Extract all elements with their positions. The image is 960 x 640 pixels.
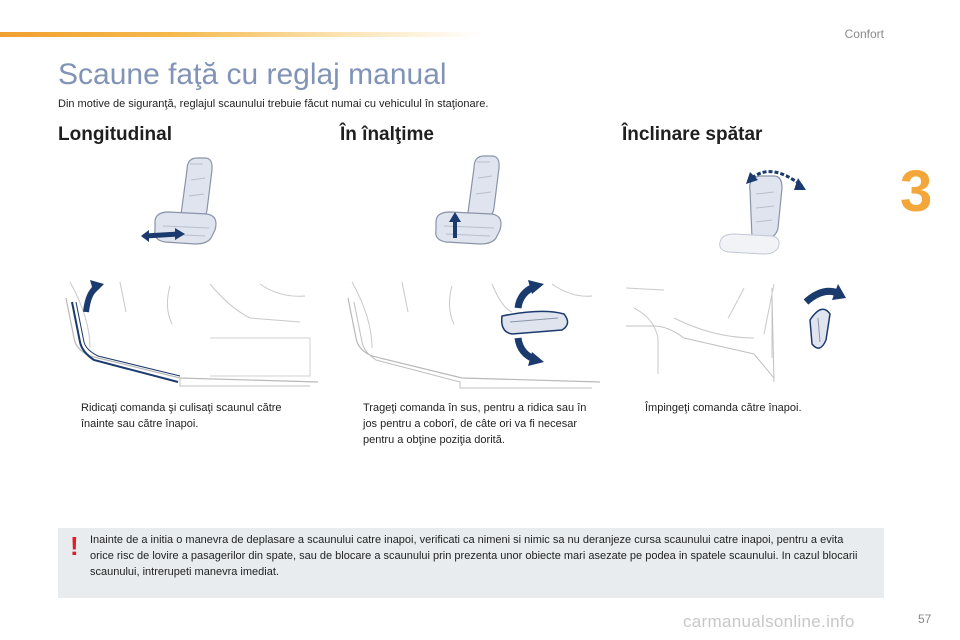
step-longitudinal: Ridicaţi comanda şi culisaţi scaunul căt… xyxy=(60,400,310,432)
seat-longitudinal-illustration xyxy=(141,157,217,245)
page-number: 57 xyxy=(918,612,932,626)
height-control-detail xyxy=(347,280,601,389)
warning-icon: ! xyxy=(70,531,79,561)
step-backrest-text: Împingeţi comanda către înapoi. xyxy=(645,402,802,414)
heading-longitudinal: Longitudinal xyxy=(58,124,172,145)
page-title: Scaune faţă cu reglaj manual xyxy=(58,58,447,91)
intro-text: Din motive de siguranţă, reglajul scaunu… xyxy=(58,98,489,110)
step-height: Trageţi comanda în sus, pentru a ridica … xyxy=(342,400,592,448)
step-backrest: Împingeţi comanda către înapoi. xyxy=(624,400,874,416)
step-height-text: Trageţi comanda în sus, pentru a ridica … xyxy=(363,402,587,446)
header-accent-bar xyxy=(0,32,480,37)
seat-height-illustration xyxy=(435,155,502,245)
step-longitudinal-text: Ridicaţi comanda şi culisaţi scaunul căt… xyxy=(81,402,282,430)
longitudinal-control-detail xyxy=(65,280,319,387)
seat-backrest-illustration xyxy=(719,170,806,255)
backrest-control-detail xyxy=(625,283,846,383)
section-label: Confort xyxy=(844,27,884,41)
watermark: carmanualsonline.info xyxy=(683,612,855,631)
heading-height: În înalţime xyxy=(340,124,434,145)
warning-box xyxy=(58,528,884,598)
chapter-number: 3 xyxy=(900,159,933,224)
heading-backrest: Înclinare spătar xyxy=(622,124,763,145)
warning-text: Inainte de a initia o manevra de deplasa… xyxy=(90,534,858,578)
